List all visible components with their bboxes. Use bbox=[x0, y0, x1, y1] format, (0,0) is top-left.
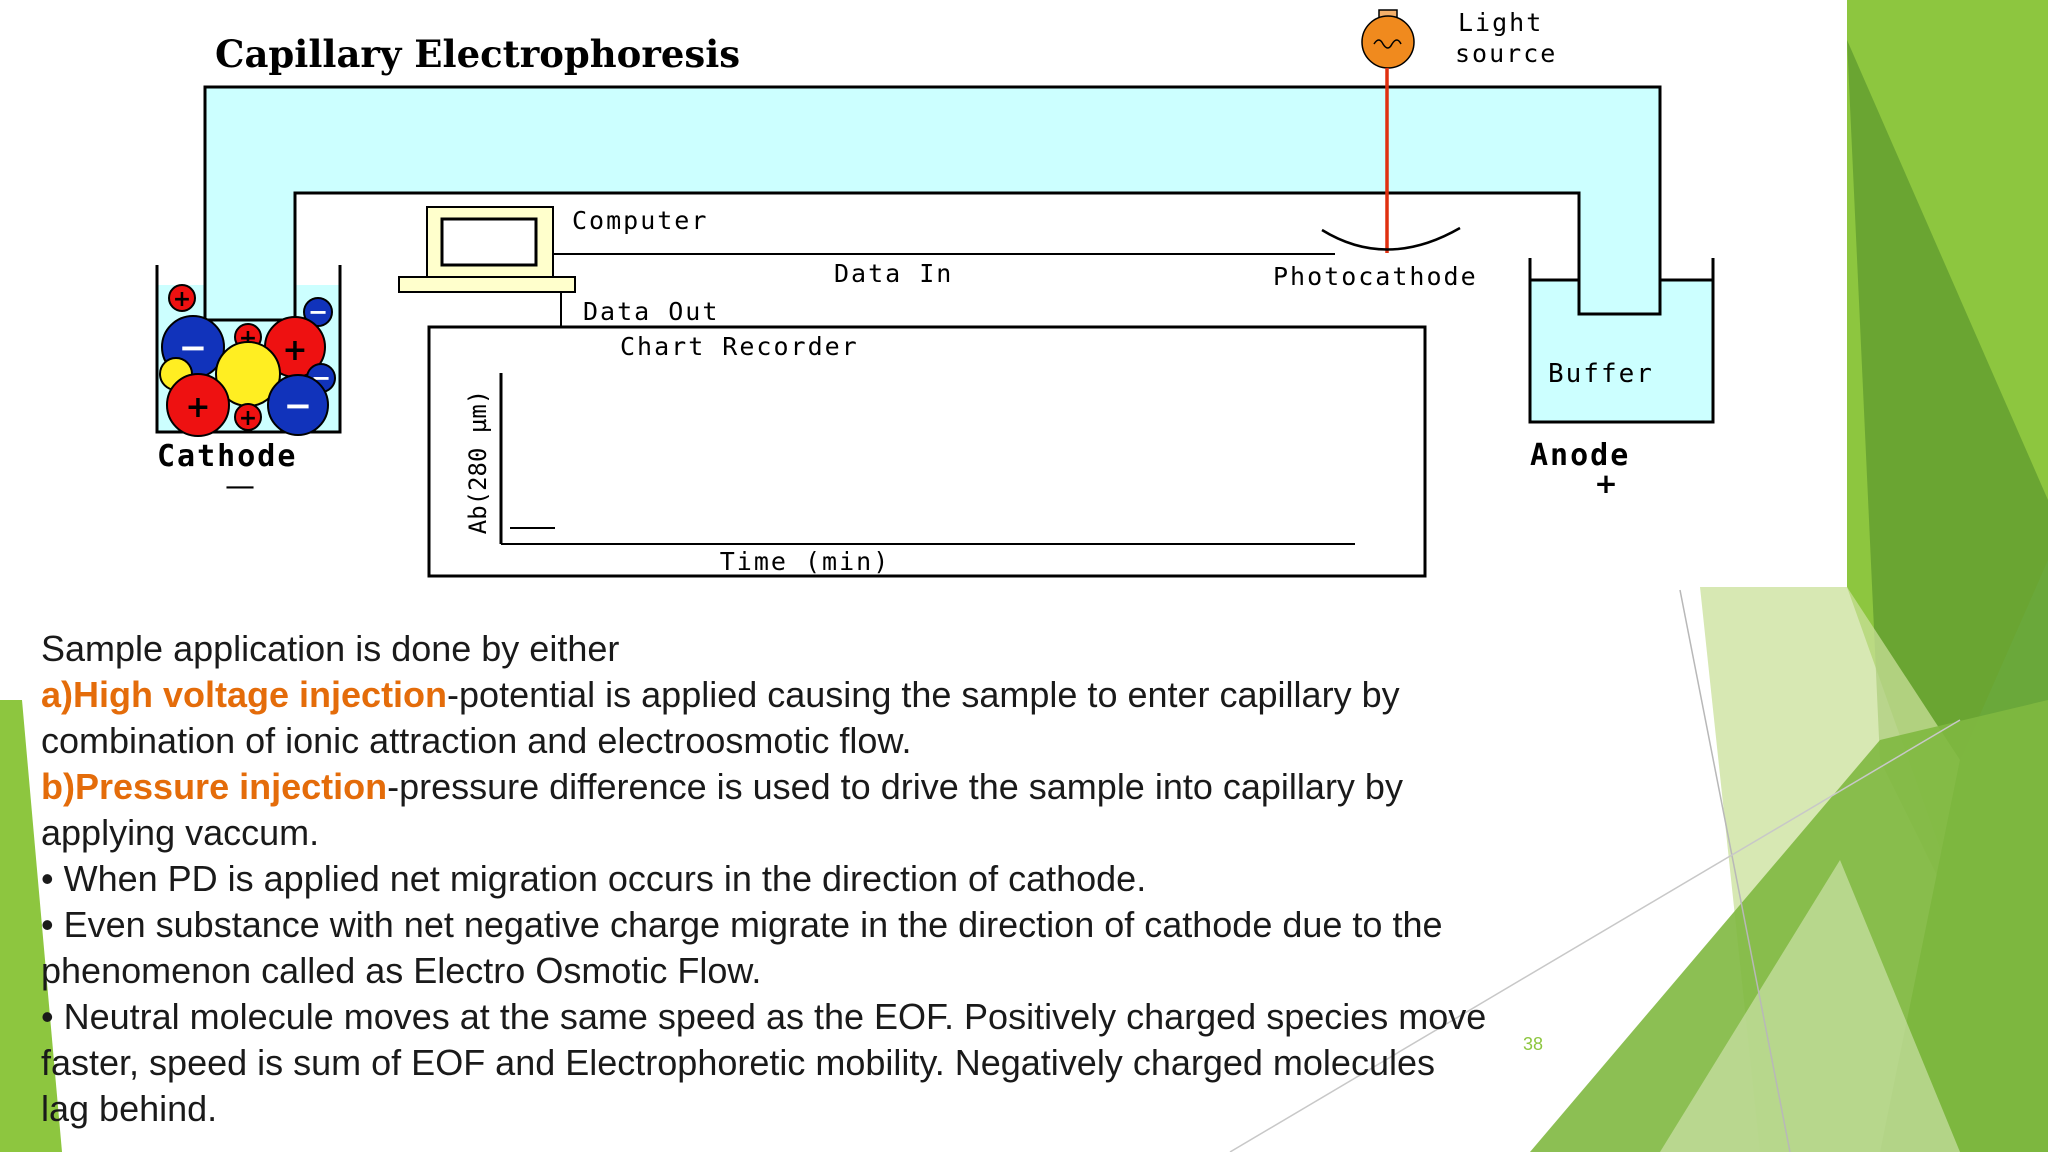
photocathode-detector bbox=[1321, 226, 1461, 251]
pressure-line: b)Pressure injection-pressure difference… bbox=[41, 764, 1601, 810]
chart-recorder-label: Chart Recorder bbox=[620, 332, 859, 361]
bullet-line: phenomenon called as Electro Osmotic Flo… bbox=[41, 950, 762, 991]
computer-label: Computer bbox=[572, 206, 708, 235]
high-voltage-line: a)High voltage injection-potential is ap… bbox=[41, 672, 1601, 718]
ion-sign: + bbox=[282, 333, 307, 368]
slide-body-text: Sample application is done by either a)H… bbox=[41, 626, 1601, 1132]
positive-ion bbox=[234, 403, 262, 431]
chart-y-axis-label: Ab(280 µm) bbox=[464, 390, 492, 535]
negative-ion bbox=[303, 297, 333, 327]
anode-vial bbox=[1528, 258, 1715, 424]
capillary-electrophoresis-diagram: Capillary Electrophoresis + − − + + − + … bbox=[0, 0, 1847, 587]
ion-sign: − bbox=[308, 298, 328, 326]
photocathode-label: Photocathode bbox=[1273, 262, 1478, 291]
decorative-line bbox=[1229, 719, 1961, 1152]
pressure-label: b)Pressure injection bbox=[41, 766, 388, 807]
anode-sign: + bbox=[1594, 467, 1617, 500]
computer-icon bbox=[398, 206, 576, 293]
high-voltage-line-2: combination of ionic attraction and elec… bbox=[41, 720, 912, 761]
light-source-label: source bbox=[1455, 39, 1557, 68]
pressure-line-2: applying vaccum. bbox=[41, 812, 320, 853]
bullet-line: • Even substance with net negative charg… bbox=[41, 904, 1443, 945]
bullet-line: • Neutral molecule moves at the same spe… bbox=[41, 996, 1487, 1037]
decorative-line bbox=[1679, 589, 1791, 1152]
ion-sign: + bbox=[185, 390, 210, 425]
anode-label: Anode bbox=[1530, 438, 1630, 473]
light-source-label: Light bbox=[1458, 8, 1543, 37]
ion-sign: + bbox=[173, 287, 191, 312]
green-facet-bottom bbox=[1530, 700, 2048, 1152]
bullet-line: lag behind. bbox=[41, 1088, 218, 1129]
data-in-label: Data In bbox=[834, 259, 953, 288]
positive-ion bbox=[166, 373, 230, 437]
negative-ion bbox=[267, 374, 329, 436]
buffer-label: Buffer bbox=[1548, 359, 1654, 389]
high-voltage-text: -potential is applied causing the sample… bbox=[447, 674, 1400, 715]
green-facet-left-edge bbox=[0, 700, 62, 1152]
pressure-text: -pressure difference is used to drive th… bbox=[387, 766, 1403, 807]
ion-sign: − bbox=[284, 386, 313, 426]
chart-x-axis-label: Time (min) bbox=[720, 547, 891, 576]
green-facet-pale bbox=[1660, 860, 1960, 1152]
diagram-title: Capillary Electrophoresis bbox=[215, 32, 740, 76]
ion-sign: + bbox=[239, 406, 257, 431]
high-voltage-label: a)High voltage injection bbox=[41, 674, 448, 715]
cathode-label: Cathode bbox=[157, 439, 297, 474]
data-out-label: Data Out bbox=[583, 297, 719, 326]
bullet-line: faster, speed is sum of EOF and Electrop… bbox=[41, 1042, 1435, 1083]
cathode-sign: — bbox=[225, 469, 255, 504]
ion-group: + − − + + − + + − bbox=[159, 284, 336, 437]
intro-line: Sample application is done by either bbox=[41, 628, 620, 669]
slide-number: 38 bbox=[1523, 1034, 1544, 1054]
bullet-line: • When PD is applied net migration occur… bbox=[41, 858, 1147, 899]
chart-recorder-box bbox=[427, 325, 1427, 578]
positive-ion bbox=[168, 284, 196, 312]
